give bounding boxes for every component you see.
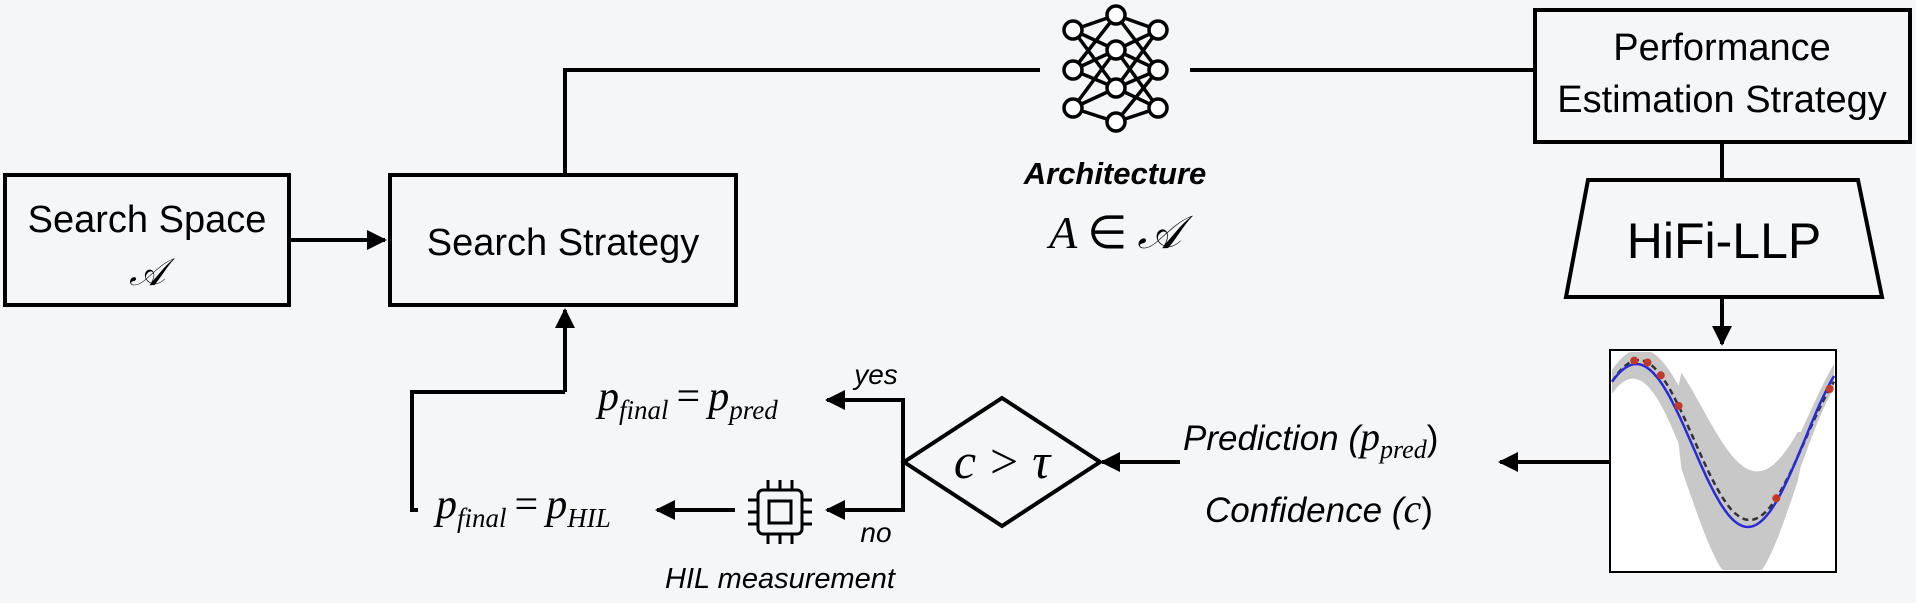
architecture-title: Architecture	[1023, 156, 1207, 191]
true-function-line	[1610, 358, 1836, 522]
observation-points	[1630, 356, 1834, 503]
observation-point	[1656, 371, 1665, 380]
gp-prediction-plot	[1609, 349, 1837, 573]
observation-point	[1643, 358, 1652, 367]
arrow-decision-no	[825, 462, 905, 520]
performance-estimation-box: Performance Estimation Strategy	[1533, 8, 1912, 144]
search-space-label: Search Space	[28, 199, 267, 241]
observation-point	[1825, 385, 1834, 393]
line-strategy-to-architecture	[563, 68, 1040, 175]
edge-label-yes: yes	[852, 359, 898, 390]
decision-condition: c>τ	[954, 433, 1052, 489]
uncertainty-band	[1612, 352, 1834, 570]
hifi-llp-trapezoid: HiFi-LLP	[1563, 178, 1885, 299]
line-hil-loop	[410, 390, 565, 512]
hil-caption: HIL measurement	[665, 563, 897, 595]
neural-network-icon	[1062, 4, 1169, 133]
decision-diamond: c>τ	[900, 395, 1104, 529]
arrow-decision-yes	[825, 390, 905, 462]
confidence-label: Confidence (c)	[1205, 486, 1433, 531]
architecture-formula: A∈𝒜	[1046, 207, 1193, 258]
observation-point	[1674, 401, 1683, 410]
performance-estimation-line1: Performance	[1613, 27, 1831, 69]
performance-estimation-line2: Estimation Strategy	[1557, 79, 1886, 121]
architecture-label-group: Architecture A∈𝒜	[1023, 156, 1207, 258]
final-equals-pred: pfinal=ppred	[595, 374, 778, 425]
connectors	[290, 68, 1732, 520]
search-space-box: Search Space 𝒜	[3, 173, 291, 307]
edge-label-no: no	[860, 517, 891, 548]
chip-icon	[748, 480, 812, 544]
predicted-mean-line	[1611, 362, 1836, 529]
search-strategy-label: Search Strategy	[427, 222, 699, 264]
search-strategy-box: Search Strategy	[388, 173, 738, 307]
hifi-llp-label: HiFi-LLP	[1627, 213, 1821, 269]
prediction-label: Prediction (ppred)	[1183, 414, 1438, 464]
observation-point	[1772, 494, 1781, 503]
final-equals-hil: pfinal=pHIL	[433, 482, 611, 533]
search-space-symbol: 𝒜	[129, 252, 176, 294]
observation-point	[1630, 356, 1639, 365]
